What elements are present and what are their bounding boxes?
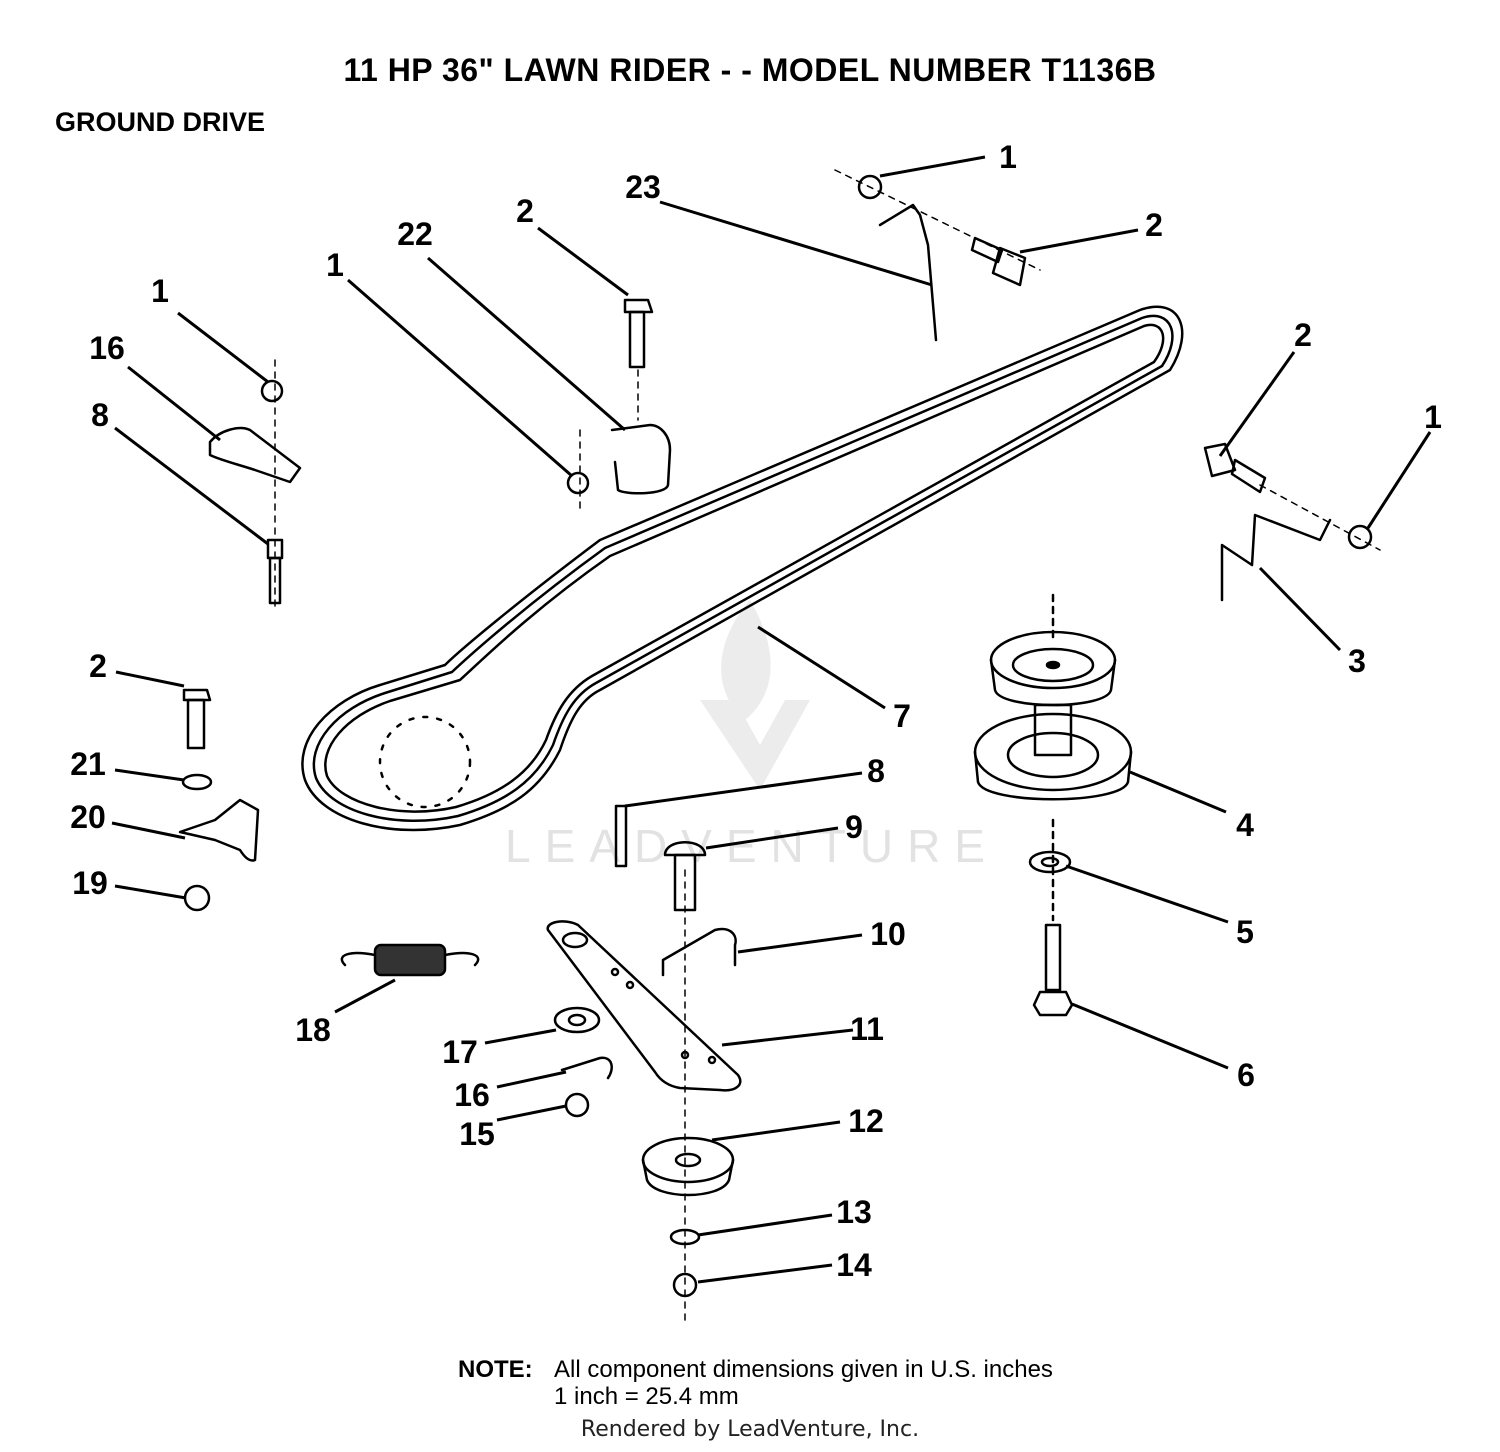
callout-4: 4 bbox=[1236, 807, 1254, 843]
left-bracket bbox=[178, 798, 260, 862]
callout-6: 6 bbox=[1237, 1057, 1255, 1093]
idler-spring bbox=[340, 943, 480, 977]
callout-labels: 1 2 23 2 22 1 1 16 8 2 1 3 7 2 21 20 19 … bbox=[70, 139, 1442, 1283]
callout-11: 11 bbox=[850, 1011, 884, 1047]
callout-17: 17 bbox=[442, 1034, 478, 1070]
hex-nut-15 bbox=[564, 1092, 590, 1118]
callout-1: 1 bbox=[151, 273, 169, 309]
watermark-text: LEADVENTURE bbox=[505, 820, 999, 872]
callout-16: 16 bbox=[89, 330, 125, 366]
hex-nut-center bbox=[566, 471, 590, 495]
hex-nut-upper-left bbox=[260, 379, 284, 403]
note-label: NOTE: bbox=[458, 1356, 533, 1383]
note-line-1: All component dimensions given in U.S. i… bbox=[554, 1356, 1053, 1383]
callout-1: 1 bbox=[1424, 399, 1442, 435]
callout-1: 1 bbox=[999, 139, 1017, 175]
watermark: LEADVENTURE bbox=[505, 600, 999, 872]
rendered-by-footer: Rendered by LeadVenture, Inc. bbox=[580, 1417, 920, 1442]
belt-guide-rod-right bbox=[1220, 513, 1332, 602]
callout-23: 23 bbox=[625, 169, 661, 205]
drive-belt bbox=[301, 305, 1184, 832]
callout-2: 2 bbox=[1294, 317, 1312, 353]
pulley-bolt bbox=[1032, 818, 1074, 1017]
callout-3: 3 bbox=[1348, 643, 1366, 679]
belt-guide-upper bbox=[208, 426, 302, 484]
callout-5: 5 bbox=[1236, 914, 1254, 950]
hex-nut-right bbox=[1347, 524, 1373, 550]
rod-bolt bbox=[970, 236, 1027, 287]
left-washer bbox=[181, 773, 213, 791]
callout-1: 1 bbox=[326, 247, 344, 283]
callout-13: 13 bbox=[836, 1194, 872, 1230]
lock-washer bbox=[1028, 850, 1072, 874]
rod-bolt-right bbox=[1203, 442, 1267, 494]
callout-19: 19 bbox=[72, 865, 108, 901]
callout-18: 18 bbox=[295, 1012, 331, 1048]
callout-20: 20 bbox=[70, 799, 106, 835]
left-bolt bbox=[182, 688, 212, 750]
callout-9: 9 bbox=[845, 809, 863, 845]
callout-21: 21 bbox=[70, 746, 106, 782]
callout-10: 10 bbox=[870, 916, 906, 952]
callout-22: 22 bbox=[397, 216, 433, 252]
callout-2: 2 bbox=[89, 648, 107, 684]
hex-nut-top bbox=[857, 174, 883, 200]
callout-8: 8 bbox=[91, 397, 109, 433]
callout-16: 16 bbox=[454, 1077, 490, 1113]
note-line-2: 1 inch = 25.4 mm bbox=[554, 1383, 739, 1410]
callout-7: 7 bbox=[893, 698, 911, 734]
belt-guide-rod bbox=[878, 203, 938, 342]
left-nut bbox=[183, 884, 211, 912]
callout-14: 14 bbox=[836, 1247, 872, 1283]
dimension-note: NOTE: All component dimensions given in U… bbox=[458, 1356, 1053, 1410]
callout-2: 2 bbox=[516, 193, 534, 229]
section-title: GROUND DRIVE bbox=[55, 107, 266, 137]
belt-guide-lower bbox=[560, 1056, 613, 1080]
bracket-bolt bbox=[623, 298, 654, 369]
callout-2: 2 bbox=[1145, 207, 1163, 243]
pulley-assembly bbox=[973, 593, 1133, 801]
belt-guide-bracket bbox=[610, 423, 672, 495]
leader-lines bbox=[111, 155, 1432, 1284]
idler-bracket bbox=[661, 927, 737, 977]
callout-12: 12 bbox=[848, 1103, 884, 1139]
callout-15: 15 bbox=[459, 1116, 495, 1152]
callout-8: 8 bbox=[867, 753, 885, 789]
spacer-washer bbox=[553, 1006, 601, 1034]
idler-pulley bbox=[641, 1136, 735, 1197]
diagram-title: 11 HP 36" LAWN RIDER - - MODEL NUMBER T1… bbox=[343, 52, 1157, 88]
shoulder-bolt bbox=[614, 804, 628, 868]
